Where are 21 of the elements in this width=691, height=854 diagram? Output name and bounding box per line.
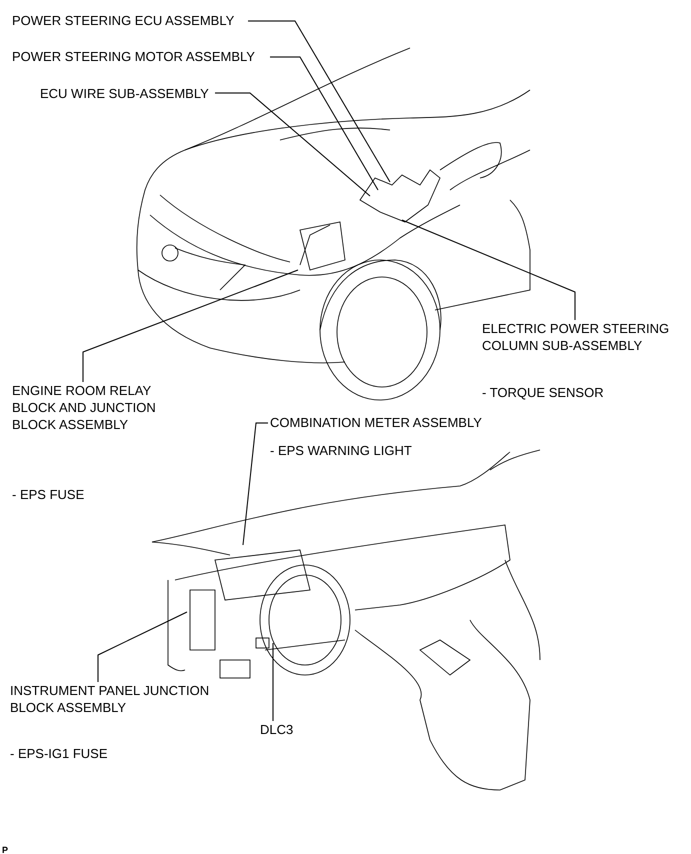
- leader-line: [98, 612, 188, 682]
- part-label: ECU WIRE SUB-ASSEMBLY: [40, 85, 209, 102]
- list-item: - TORQUE SENSOR: [482, 384, 604, 401]
- part-label: DLC3: [260, 721, 294, 738]
- leader-line: [82, 270, 298, 382]
- part-label: COMBINATION METER ASSEMBLY: [270, 414, 482, 431]
- part-label: POWER STEERING MOTOR ASSEMBLY: [12, 48, 255, 65]
- list-item: - EPS FUSE: [12, 486, 84, 503]
- leader-line: [270, 56, 378, 190]
- leader-line: [272, 642, 274, 722]
- list-item: - EPS WARNING LIGHT: [270, 442, 412, 459]
- list-item: - EPS-IG1 FUSE: [10, 745, 108, 762]
- page-code: P: [2, 844, 8, 854]
- leader-line: [248, 20, 390, 182]
- leader-line: [214, 92, 370, 196]
- leader-line: [402, 220, 576, 320]
- leader-line: [242, 422, 268, 546]
- part-label: ENGINE ROOM RELAY BLOCK AND JUNCTION BLOCK ASSEMBLY: [12, 382, 172, 433]
- part-label: ELECTRIC POWER STEERING COLUMN SUB-ASSEMBLY: [482, 320, 682, 354]
- part-label: INSTRUMENT PANEL JUNCTION BLOCK ASSEMBLY: [10, 682, 220, 716]
- part-label: POWER STEERING ECU ASSEMBLY: [12, 12, 234, 29]
